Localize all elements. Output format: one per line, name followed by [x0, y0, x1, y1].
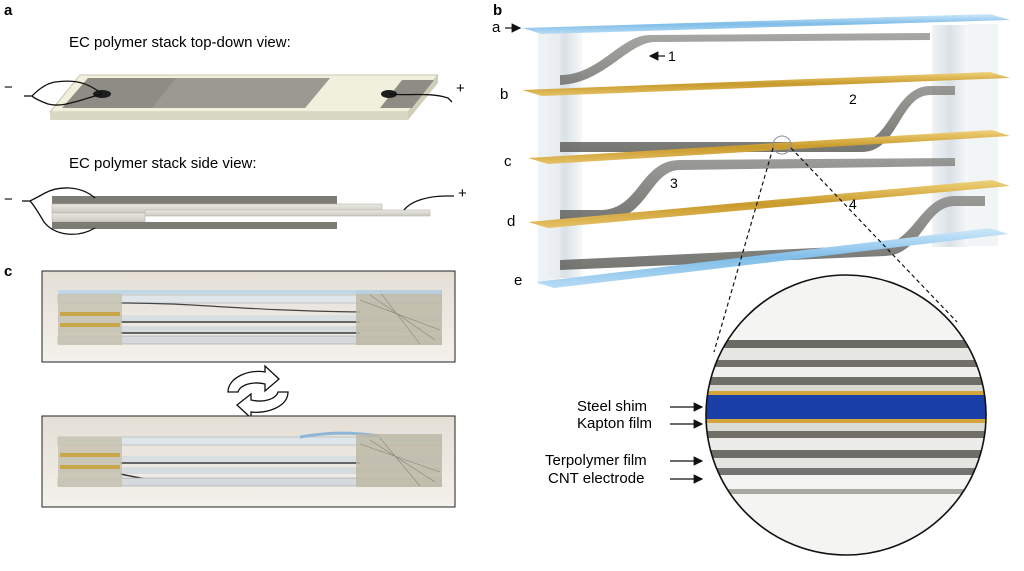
topdown-stack: [48, 74, 440, 120]
photo-bottom: [41, 415, 456, 508]
shelf-e: [536, 228, 1008, 288]
label-kapton-film: Kapton film: [577, 415, 652, 432]
shelf-c: [528, 130, 1010, 164]
panel-a-letter: a: [4, 2, 13, 19]
label-terpolymer-film: Terpolymer film: [545, 452, 647, 469]
layer-label-a: a: [492, 19, 501, 36]
bend-label-1: 1: [668, 48, 676, 64]
side-stack: [51, 196, 431, 229]
rotation-arrows-icon: [227, 364, 289, 420]
bend-label-2: 2: [849, 91, 857, 107]
layer-label-d: d: [507, 213, 515, 230]
panel-c-letter: c: [4, 263, 12, 280]
photo-top: [41, 270, 456, 363]
kapton-layer: [706, 419, 986, 423]
side-minus: −: [4, 191, 13, 208]
shelf-d: [528, 180, 1010, 228]
topdown-plus: +: [456, 80, 465, 97]
side-plus: +: [458, 185, 467, 202]
topdown-caption: EC polymer stack top-down view:: [69, 34, 291, 51]
topdown-wires: [24, 80, 453, 106]
zoom-origin-icon: [772, 135, 792, 155]
steel-shim-layer: [706, 395, 986, 419]
shelf-a: [522, 14, 1010, 34]
topdown-minus: −: [4, 79, 13, 96]
layer-label-b: b: [500, 86, 508, 103]
side-caption: EC polymer stack side view:: [69, 155, 257, 172]
side-wires: [22, 187, 454, 235]
layer-label-c: c: [504, 153, 512, 170]
zoom-circle: [705, 274, 987, 556]
layer-label-e: e: [514, 272, 522, 289]
stack-3d: [522, 14, 1010, 353]
label-steel-shim: Steel shim: [577, 398, 647, 415]
bend-label-4: 4: [849, 196, 857, 212]
shelf-b: [522, 72, 1010, 96]
panel-b-letter: b: [493, 2, 502, 19]
label-cnt-electrode: CNT electrode: [548, 470, 644, 487]
bend-label-3: 3: [670, 175, 678, 191]
